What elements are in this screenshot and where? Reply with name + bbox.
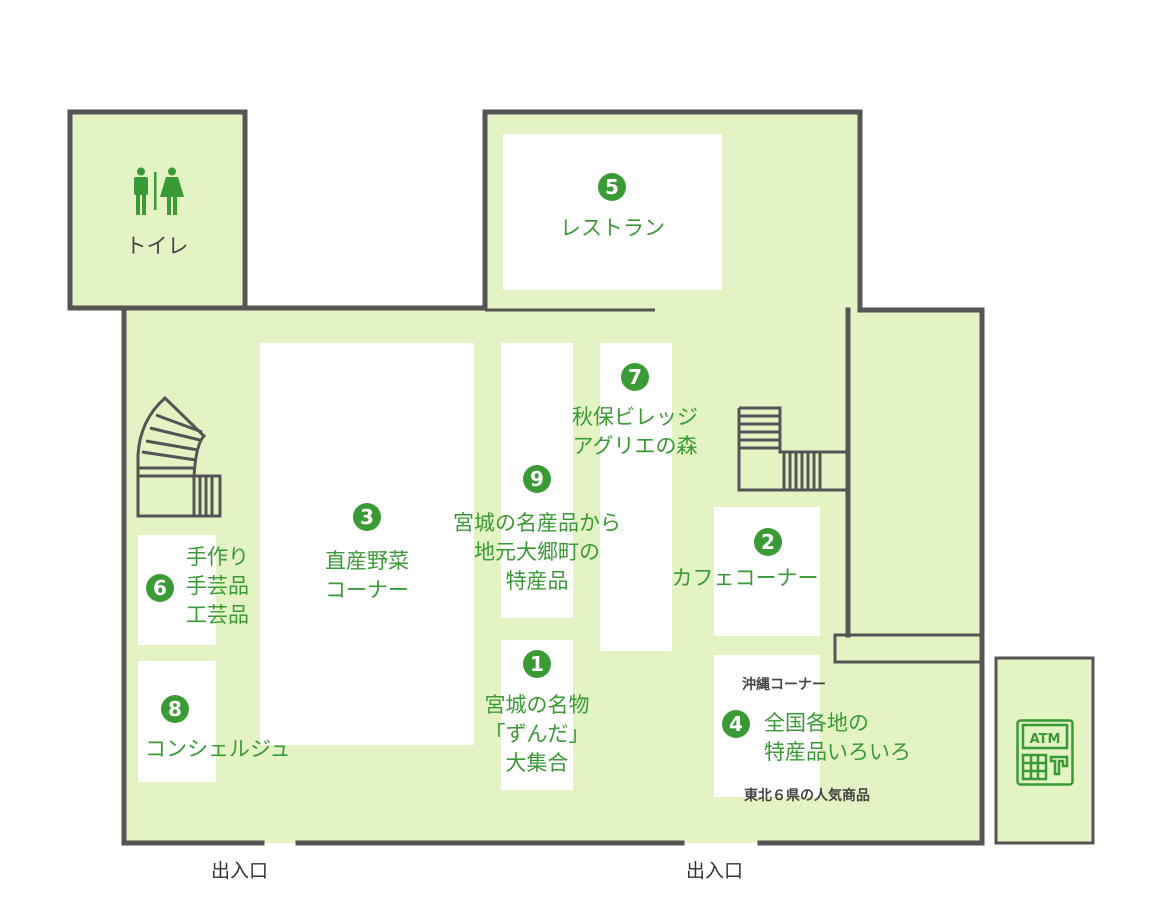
cafe-label: カフェコーナー: [671, 566, 819, 590]
tohoku-products-label: 東北６県の人気商品: [744, 788, 870, 804]
atm-icon: ATM: [1016, 719, 1074, 786]
vegetable-corner-area[interactable]: [260, 343, 474, 745]
area-number-7: 7: [621, 363, 649, 391]
atm-label: ATM: [1030, 732, 1061, 747]
area-number-6: 6: [146, 574, 174, 602]
restroom-icon: [134, 167, 184, 215]
area-number-9: 9: [523, 465, 551, 493]
vegetable-corner-label: 直産野菜コーナー: [325, 549, 409, 602]
area-number-4: 4: [722, 710, 750, 738]
restaurant-area[interactable]: [503, 134, 722, 290]
restroom-label: トイレ: [125, 234, 189, 258]
entrance-right-label: 出入口: [686, 860, 744, 882]
area-number-8: 8: [161, 695, 189, 723]
okinawa-corner-label: 沖縄コーナー: [742, 677, 826, 693]
area-number-2: 2: [754, 528, 782, 556]
akiu-village-label: 秋保ビレッジアグリエの森: [572, 405, 698, 458]
area-number-1: 1: [523, 650, 551, 678]
area-number-5: 5: [598, 173, 626, 201]
handicraft-label: 手作り手芸品工芸品: [186, 545, 249, 627]
restaurant-label: レストラン: [560, 216, 665, 240]
nationwide-products-label: 全国各地の特産品いろいろ: [764, 711, 911, 764]
akiu-village-area[interactable]: [600, 343, 672, 651]
concierge-label: コンシェルジュ: [145, 737, 291, 761]
miyagi-products-label: 宮城の名産品から地元大郷町の特産品: [453, 511, 621, 593]
area-number-3: 3: [353, 503, 381, 531]
entrance-left-label: 出入口: [211, 860, 269, 882]
zunda-label: 宮城の名物「ずんだ」大集合: [484, 693, 590, 775]
